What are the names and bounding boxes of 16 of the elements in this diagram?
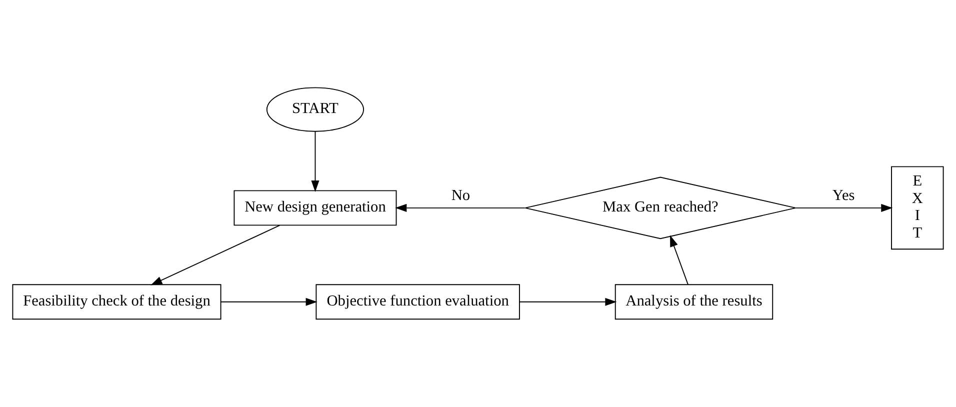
arrow [395,204,526,212]
node-diamond: Max Gen reached? [524,176,796,240]
node-box: Feasibility check of the design [12,284,222,320]
node-box: New design generation [234,190,397,226]
node-box: Objective function evaluation [316,284,520,320]
arrow [220,298,318,306]
node-ellipse: START [266,87,364,132]
arrow [795,204,893,212]
arrow [311,130,320,192]
arrow [150,224,280,286]
node-box: E X I T [891,166,944,250]
node-box: Analysis of the results [614,284,774,320]
arrow [519,298,617,306]
edge-label: No [451,187,470,204]
edge-label: Yes [832,187,855,204]
arrow [670,235,688,286]
